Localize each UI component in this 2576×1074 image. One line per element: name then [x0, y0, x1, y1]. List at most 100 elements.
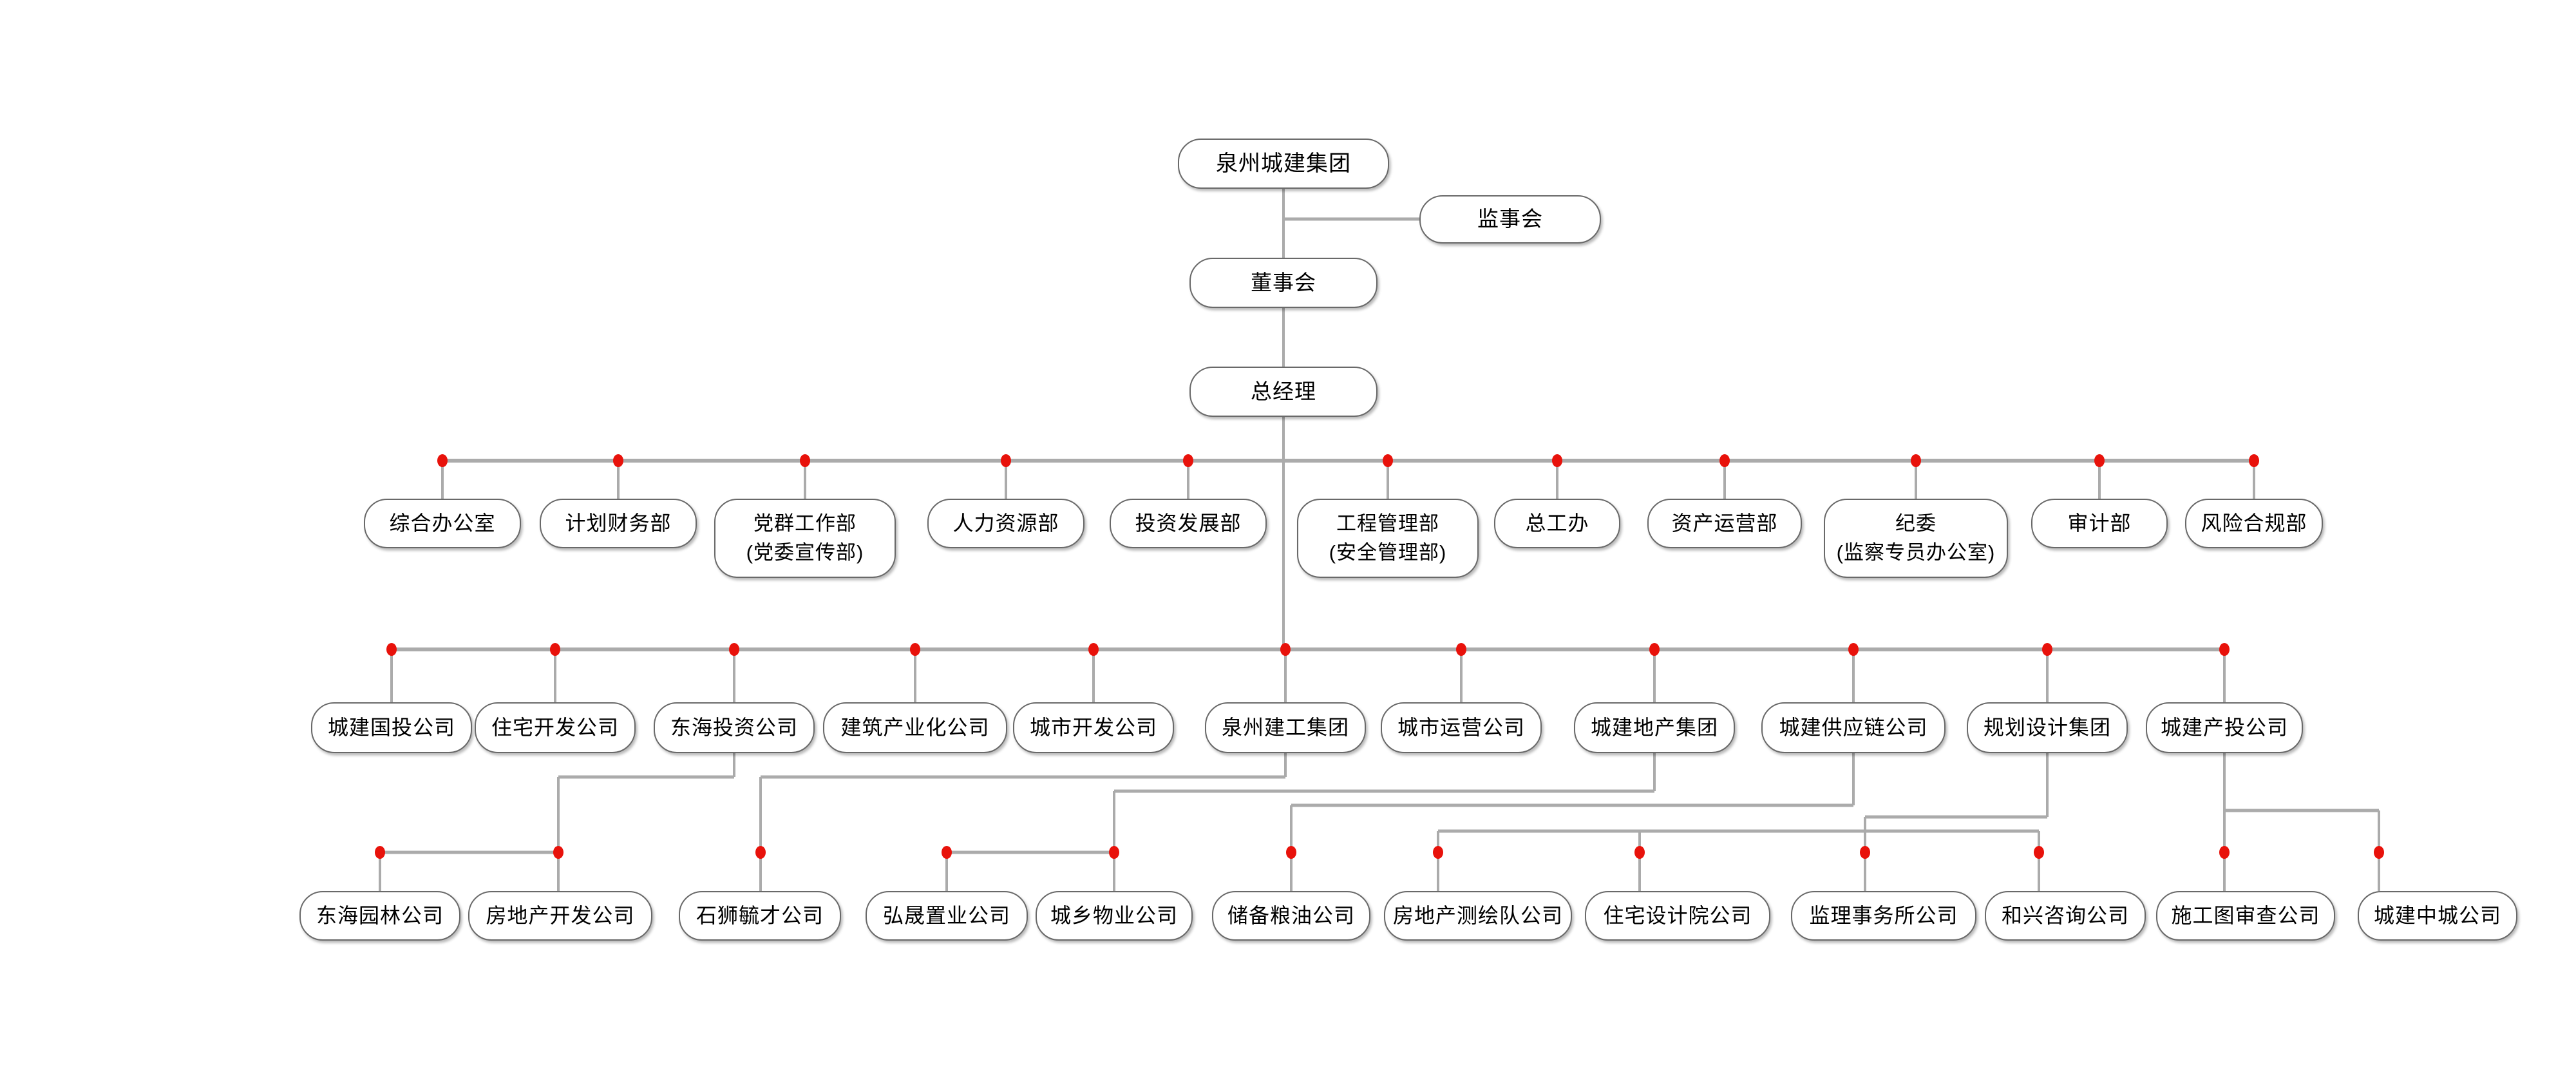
junction-dot	[550, 643, 560, 656]
junction-dot	[1001, 454, 1011, 467]
org-node-co-3: 东海投资公司	[654, 702, 815, 753]
junction-dot	[613, 454, 623, 467]
org-node-sub-6: 储备粮油公司	[1212, 891, 1370, 941]
org-node-label: 计划财务部	[565, 511, 672, 535]
org-node-co-1: 城建国投公司	[311, 702, 472, 753]
org-node-label: 城市开发公司	[1029, 715, 1157, 739]
org-node-sub-8: 住宅设计院公司	[1585, 891, 1770, 941]
org-node-dept-10: 审计部	[2031, 499, 2168, 548]
org-node-label: 城乡物业公司	[1050, 903, 1178, 927]
org-node-co-10: 规划设计集团	[1967, 702, 2128, 753]
org-node-label: 审计部	[2067, 511, 2132, 535]
org-node-label: (监察专员办公室)	[1836, 541, 1996, 564]
junction-dot	[1456, 643, 1466, 656]
org-node-label: 泉州城建集团	[1216, 151, 1351, 176]
org-node-sub-12: 城建中城公司	[2358, 891, 2517, 941]
org-node-dept-1: 综合办公室	[364, 499, 521, 548]
org-node-label: 城建国投公司	[327, 715, 455, 739]
junction-dot	[1183, 454, 1193, 467]
org-node-label: 储备粮油公司	[1227, 903, 1355, 927]
org-node-label: 人力资源部	[952, 511, 1059, 535]
org-node-label: 和兴咨询公司	[2001, 903, 2129, 927]
org-node-label: 城建地产集团	[1590, 715, 1718, 739]
junction-dot	[729, 643, 739, 656]
junction-dot	[1383, 454, 1393, 467]
org-node-label: 董事会	[1251, 270, 1316, 294]
org-node-dept-6: 工程管理部(安全管理部)	[1297, 499, 1479, 578]
org-node-label: 监理事务所公司	[1809, 903, 1958, 927]
org-node-label: (党委宣传部)	[746, 541, 864, 564]
org-node-label: 监事会	[1477, 207, 1543, 231]
junction-dot	[1552, 454, 1562, 467]
org-node-label: 总经理	[1251, 379, 1316, 403]
junction-dot	[2094, 454, 2105, 467]
junction-dot	[553, 846, 564, 859]
junction-dot	[386, 643, 397, 656]
org-node-dept-9: 纪委 (监察专员办公室)	[1824, 499, 2008, 578]
junction-dot	[2219, 643, 2230, 656]
org-node-co-11: 城建产投公司	[2146, 702, 2303, 753]
org-node-sub-11: 施工图审查公司	[2156, 891, 2335, 941]
org-node-sub-10: 和兴咨询公司	[1985, 891, 2146, 941]
org-node-co-4: 建筑产业化公司	[823, 702, 1007, 753]
org-node-label: 工程管理部	[1336, 512, 1439, 535]
junction-dot	[755, 846, 766, 859]
org-node-co-2: 住宅开发公司	[475, 702, 636, 753]
org-node-co-5: 城市开发公司	[1013, 702, 1174, 753]
org-node-label: 住宅开发公司	[491, 715, 619, 739]
org-node-label: 弘晟置业公司	[882, 903, 1010, 927]
org-node-label: 房地产开发公司	[486, 903, 635, 927]
junction-dot	[1634, 846, 1645, 859]
junction-dot	[1649, 643, 1660, 656]
junction-dot	[2374, 846, 2384, 859]
org-node-general-manager: 总经理	[1189, 367, 1378, 417]
org-node-co-6: 泉州建工集团	[1205, 702, 1366, 753]
junction-dot	[2219, 846, 2230, 859]
junction-dot	[1433, 846, 1443, 859]
org-node-dept-2: 计划财务部	[540, 499, 697, 548]
org-node-dept-11: 风险合规部	[2185, 499, 2323, 548]
junction-dot	[910, 643, 920, 656]
org-node-label: 纪委	[1895, 512, 1937, 535]
org-node-sub-1: 东海园林公司	[299, 891, 460, 941]
org-node-dept-7: 总工办	[1494, 499, 1620, 548]
junction-dot	[2034, 846, 2044, 859]
org-node-co-8: 城建地产集团	[1574, 702, 1735, 753]
junction-dot	[1911, 454, 1921, 467]
org-node-supervisory-board: 监事会	[1419, 195, 1601, 244]
org-node-label: 石狮毓才公司	[696, 903, 824, 927]
org-node-label: 房地产测绘队公司	[1392, 903, 1563, 927]
org-node-co-7: 城市运营公司	[1381, 702, 1542, 753]
junction-dot	[1719, 454, 1730, 467]
org-node-sub-9: 监理事务所公司	[1791, 891, 1976, 941]
junction-dot	[942, 846, 952, 859]
org-node-hq: 泉州城建集团	[1178, 139, 1389, 189]
junction-dot	[437, 454, 448, 467]
junction-dot	[1280, 643, 1291, 656]
junction-dot	[1286, 846, 1296, 859]
junction-dot	[800, 454, 810, 467]
org-node-label: 党群工作部	[753, 512, 857, 535]
org-node-sub-2: 房地产开发公司	[468, 891, 652, 941]
org-node-sub-7: 房地产测绘队公司	[1384, 891, 1572, 941]
org-node-dept-5: 投资发展部	[1110, 499, 1267, 548]
org-node-dept-3: 党群工作部 (党委宣传部)	[714, 499, 896, 578]
org-node-label: 泉州建工集团	[1221, 715, 1349, 739]
org-node-sub-3: 石狮毓才公司	[679, 891, 841, 941]
org-node-label: 城市运营公司	[1397, 715, 1525, 739]
org-node-label: 城建供应链公司	[1779, 715, 1928, 739]
junction-dot	[2042, 643, 2052, 656]
org-node-dept-8: 资产运营部	[1647, 499, 1802, 548]
org-node-label: 资产运营部	[1671, 511, 1778, 535]
org-node-sub-4: 弘晟置业公司	[866, 891, 1028, 941]
org-node-label: 施工图审查公司	[2171, 903, 2320, 927]
org-node-label: 综合办公室	[389, 511, 496, 535]
org-node-label: 建筑产业化公司	[840, 715, 990, 739]
org-node-label: 城建产投公司	[2160, 715, 2288, 739]
org-node-sub-5: 城乡物业公司	[1036, 891, 1193, 941]
org-node-co-9: 城建供应链公司	[1761, 702, 1946, 753]
junction-dot	[375, 846, 385, 859]
org-node-label: 东海投资公司	[670, 715, 798, 739]
